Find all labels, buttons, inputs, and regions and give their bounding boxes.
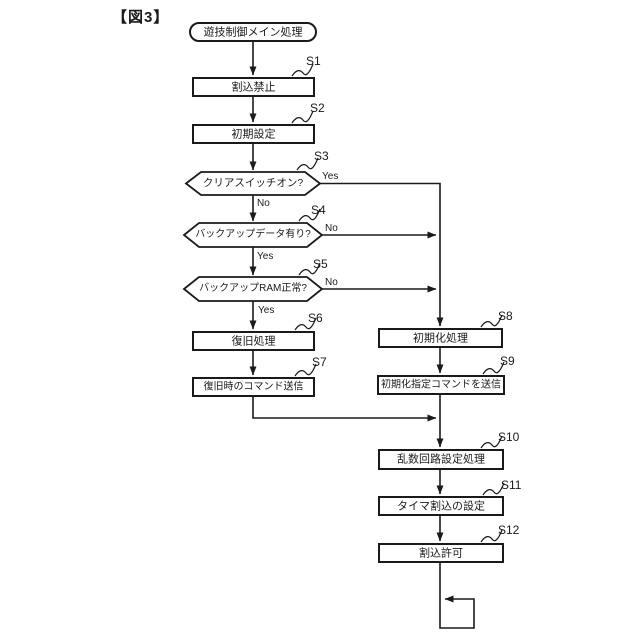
- step-tag-connectors: [291, 63, 505, 543]
- branch-label-s3-yes: Yes: [322, 171, 339, 182]
- branch-label-s3-no: No: [257, 198, 270, 209]
- step-tag-connector-s8: [480, 314, 503, 328]
- decision-shape-s4: [182, 222, 324, 248]
- decision-shape-s3: [184, 171, 322, 196]
- branch-label-s5-yes: Yes: [258, 305, 275, 316]
- step-tag-s11: S11: [501, 478, 522, 492]
- node-s9: 初期化指定コマンドを送信: [377, 375, 505, 395]
- step-tag-connector-s1: [291, 63, 314, 77]
- edge-s7-join: [252, 397, 437, 422]
- step-tag-connector-s4: [298, 208, 321, 222]
- node-s12: 割込許可: [378, 543, 504, 563]
- step-tag-connector-s3: [296, 157, 319, 171]
- step-tag-s2: S2: [310, 101, 325, 115]
- node-s1-label: 割込禁止: [231, 81, 276, 93]
- node-s3-label: クリアスイッチオン?: [202, 177, 304, 190]
- step-tag-connector-s9: [482, 361, 505, 375]
- step-tag-s6: S6: [308, 311, 323, 325]
- node-s9-label: 初期化指定コマンドを送信: [381, 379, 501, 391]
- node-s10: 乱数回路設定処理: [378, 449, 504, 470]
- step-tag-s10: S10: [498, 430, 520, 444]
- node-s12-label: 割込許可: [419, 547, 463, 559]
- branch-label-s5-no: No: [325, 277, 338, 288]
- edge-s12-loop: [439, 563, 475, 629]
- branch-label-s4-no: No: [325, 223, 338, 234]
- node-s3: クリアスイッチオン?: [196, 172, 310, 195]
- node-s1: 割込禁止: [192, 77, 315, 97]
- step-tag-connector-s7: [294, 363, 317, 377]
- node-s4: バックアップデータ有り?: [194, 223, 312, 247]
- edge-s3-yes-s8: [320, 182, 444, 327]
- node-s8: 初期化処理: [378, 328, 503, 348]
- step-tag-connector-s12: [480, 529, 503, 543]
- node-s10-label: 乱数回路設定処理: [397, 453, 485, 466]
- node-s8-label: 初期化処理: [413, 332, 468, 344]
- step-tag-connector-s2: [291, 110, 314, 124]
- node-s5-label: バックアップRAM正常?: [199, 283, 307, 294]
- step-tag-s1: S1: [306, 54, 321, 68]
- node-s11-label: タイマ割込の設定: [397, 500, 485, 512]
- node-s5: バックアップRAM正常?: [194, 277, 312, 301]
- step-tag-s12: S12: [498, 523, 520, 537]
- node-s2: 初期設定: [192, 124, 315, 144]
- step-tag-s4: S4: [311, 203, 326, 217]
- figure-label: 【図3】: [112, 9, 170, 26]
- node-s6-label: 復旧処理: [231, 335, 276, 347]
- branch-label-s4-yes: Yes: [257, 251, 274, 262]
- node-s6: 復旧処理: [192, 331, 315, 351]
- step-tag-s9: S9: [500, 354, 515, 368]
- step-tag-s8: S8: [498, 309, 513, 323]
- node-s2-label: 初期設定: [231, 128, 276, 140]
- step-tag-connector-s6: [294, 317, 317, 331]
- step-tag-s7: S7: [312, 355, 327, 369]
- step-tag-s3: S3: [314, 149, 329, 163]
- node-s4-label: バックアップデータ有り?: [195, 229, 311, 240]
- node-s7: 復旧時のコマンド送信: [192, 377, 315, 397]
- step-tag-connector-s11: [482, 482, 505, 496]
- node-s7-label: 復旧時のコマンド送信: [203, 381, 304, 393]
- step-tag-connector-s10: [480, 435, 503, 449]
- edges: [249, 41, 475, 629]
- node-start: 遊技制御メイン処理: [189, 22, 317, 42]
- decision-shapes: [182, 171, 324, 302]
- step-tag-connector-s5: [298, 262, 321, 276]
- node-start-label: 遊技制御メイン処理: [203, 26, 303, 38]
- decision-shape-s5: [182, 276, 324, 302]
- step-tag-s5: S5: [313, 257, 328, 271]
- node-s11: タイマ割込の設定: [378, 496, 504, 516]
